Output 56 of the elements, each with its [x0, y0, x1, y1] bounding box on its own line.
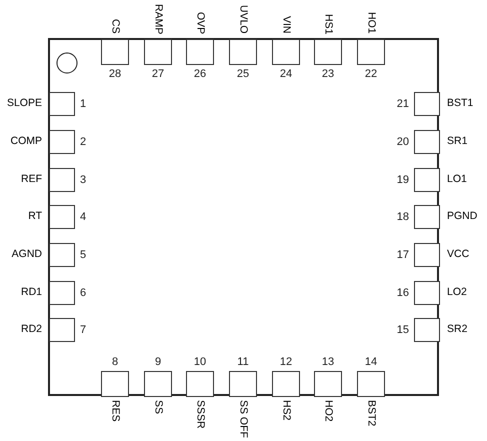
pin-number: 21	[396, 96, 409, 112]
pin-name: AGND	[12, 247, 42, 262]
pin-name: SR1	[447, 134, 468, 150]
pin-number: 6	[80, 286, 86, 301]
pin-number: 2	[80, 134, 86, 150]
pin-name: REF	[21, 172, 42, 188]
pin-name: COMP	[10, 134, 42, 150]
pin-number: 16	[396, 286, 409, 301]
pin-number: 19	[396, 172, 409, 188]
pin-number: 24	[280, 67, 292, 82]
pin-number: 3	[80, 172, 86, 188]
pin-number: 15	[396, 322, 409, 338]
pin-name: SS OFF	[238, 400, 248, 438]
pin-name: LO1	[447, 172, 467, 188]
pin-number: 27	[152, 67, 164, 82]
pin-name: VIN	[280, 16, 292, 34]
pin-name: RT	[28, 209, 42, 224]
pin-number: 13	[322, 354, 334, 370]
pin-number: 7	[80, 322, 86, 338]
pin-number: 20	[396, 134, 409, 150]
pin-name: HO1	[366, 12, 376, 34]
pin-number: 26	[194, 67, 206, 82]
pin-name: RD1	[20, 285, 42, 300]
pin-number: 18	[396, 210, 409, 225]
pin-number: 23	[322, 67, 334, 82]
pin-number: 4	[80, 210, 86, 225]
pin-name: BST2	[366, 400, 376, 426]
pin-number: 25	[236, 67, 250, 82]
pin-name: RES	[110, 400, 120, 422]
pin-number: 10	[194, 354, 206, 370]
pin-name: SSSR	[194, 400, 206, 429]
pin-number: 11	[237, 354, 249, 370]
pin-name: HO2	[322, 400, 334, 422]
pin-name: SR2	[447, 322, 468, 338]
pin-name: CS	[110, 19, 120, 34]
pin-number: 28	[108, 67, 122, 82]
pin-number: 9	[154, 354, 162, 370]
pin-number: 5	[80, 248, 86, 263]
pin-number: 12	[280, 354, 292, 370]
pin-number: 22	[364, 67, 378, 82]
pin-name: HS1	[322, 14, 334, 34]
pin-number: 1	[80, 96, 86, 112]
pin-number: 14	[364, 354, 378, 370]
pin-name: VCC	[447, 247, 470, 262]
pin-name: RD2	[20, 322, 42, 338]
pin-name: RAMP	[152, 4, 164, 34]
pin-name: BST1	[447, 96, 474, 112]
pin-number: 17	[396, 248, 409, 263]
pin-number: 8	[112, 354, 118, 370]
pin-name: PGND	[447, 209, 478, 224]
pin-name: SLOPE	[6, 96, 42, 112]
pin-name: SS	[152, 400, 164, 414]
pin-name: LO2	[447, 285, 467, 300]
pin-name: HS2	[280, 400, 292, 420]
pin-name: UVLO	[238, 5, 248, 34]
pin-name: OVP	[194, 12, 206, 34]
